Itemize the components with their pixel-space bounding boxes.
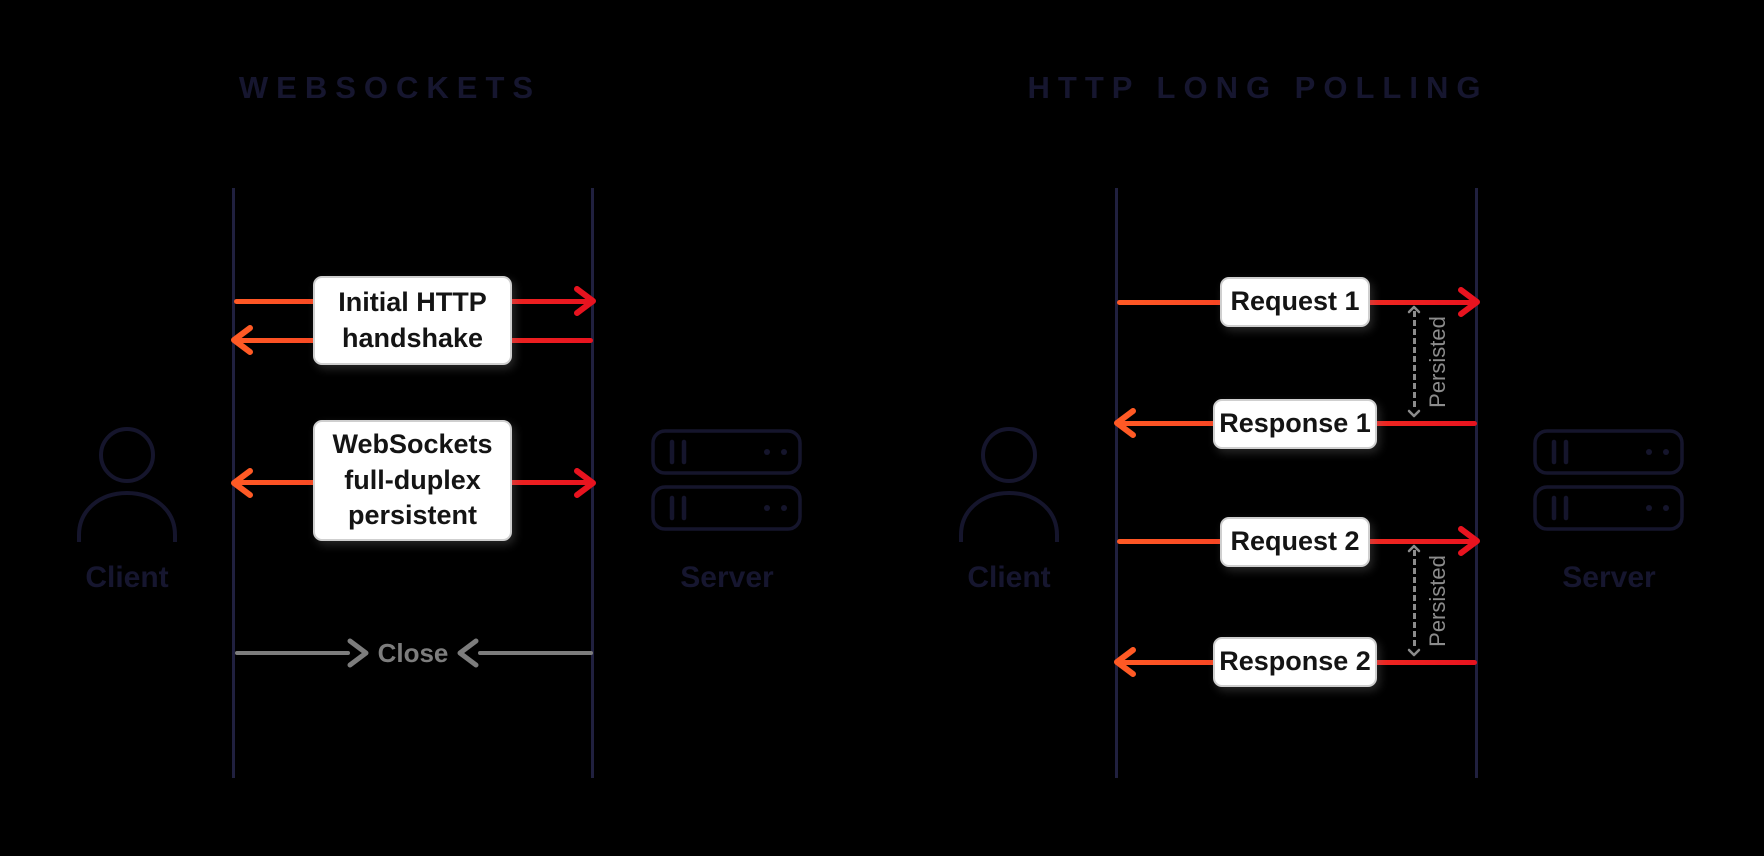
persisted2-label: Persisted xyxy=(1425,555,1450,647)
close-right-line xyxy=(478,651,593,655)
response2-arrowhead-icon xyxy=(1114,647,1136,677)
persisted2-up-arrowhead-icon xyxy=(1407,544,1421,553)
server-icon-websockets xyxy=(651,429,802,531)
long-polling-title: HTTP LONG POLLING xyxy=(1027,70,1489,105)
close-right-arrowhead-icon xyxy=(457,638,479,668)
server-label-long-polling: Server xyxy=(1562,561,1656,594)
handshake-request-arrowhead-icon xyxy=(574,286,596,316)
persisted1-line xyxy=(1413,311,1416,407)
server-timeline-long-polling xyxy=(1475,188,1478,778)
server-icon-long-polling xyxy=(1533,429,1684,531)
request1-box: Request 1 xyxy=(1220,277,1370,327)
handshake-box: Initial HTTP handshake xyxy=(313,276,512,365)
server-label-websockets: Server xyxy=(680,561,774,594)
client-label-websockets: Client xyxy=(85,561,169,594)
response1-arrowhead-icon xyxy=(1114,408,1136,438)
duplex-box: WebSockets full-duplex persistent xyxy=(313,420,512,541)
request2-arrowhead-icon xyxy=(1458,526,1480,556)
client-icon-long-polling xyxy=(959,427,1059,542)
handshake-response-arrowhead-icon xyxy=(231,325,253,355)
client-label-long-polling: Client xyxy=(967,561,1051,594)
response2-box: Response 2 xyxy=(1213,637,1377,687)
persisted2-line xyxy=(1413,550,1416,646)
duplex-right-arrowhead-icon xyxy=(574,468,596,498)
close-left-arrowhead-icon xyxy=(347,638,369,668)
close-left-line xyxy=(235,651,350,655)
persisted1-label: Persisted xyxy=(1425,316,1450,408)
persisted1-up-arrowhead-icon xyxy=(1407,305,1421,314)
request1-arrowhead-icon xyxy=(1458,287,1480,317)
duplex-left-arrowhead-icon xyxy=(231,468,253,498)
websockets-title: WEBSOCKETS xyxy=(238,70,542,105)
close-label: Close xyxy=(377,638,449,668)
persisted1-down-arrowhead-icon xyxy=(1407,409,1421,418)
request2-box: Request 2 xyxy=(1220,517,1370,567)
persisted2-down-arrowhead-icon xyxy=(1407,648,1421,657)
client-icon xyxy=(77,427,177,542)
response1-box: Response 1 xyxy=(1213,399,1377,449)
client-timeline-long-polling xyxy=(1115,188,1118,778)
